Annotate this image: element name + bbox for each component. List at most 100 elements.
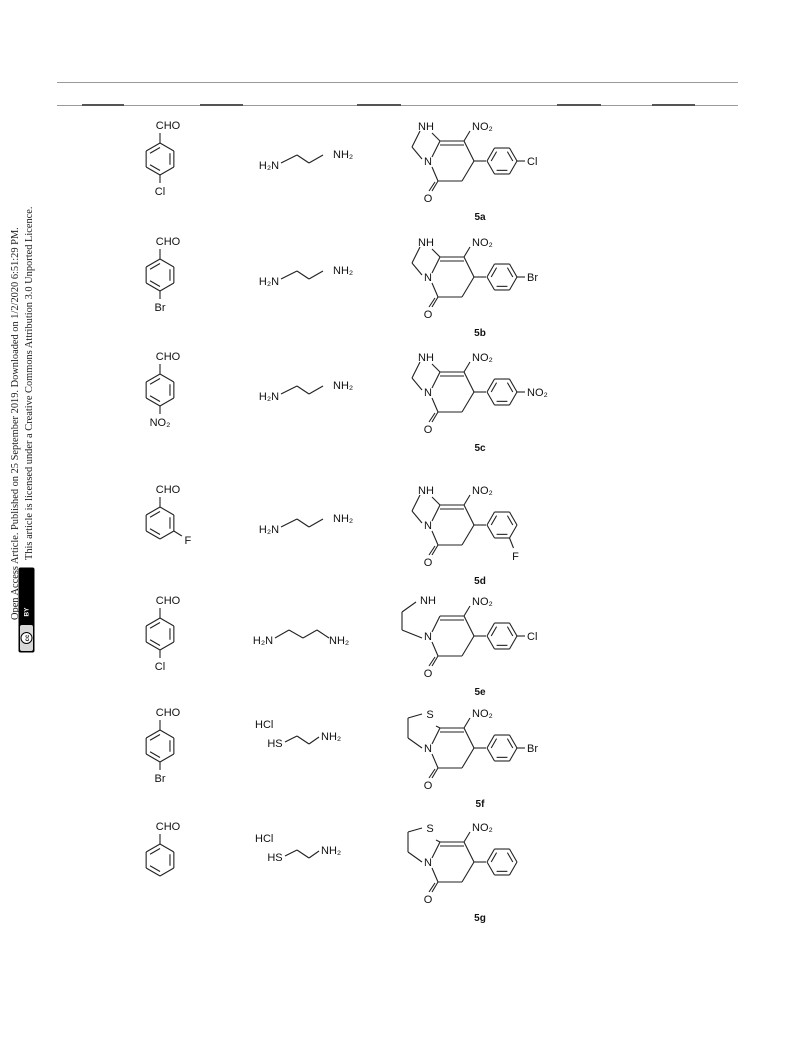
ring-sulfur: S [426, 709, 433, 721]
svg-text:BY: BY [24, 607, 31, 617]
hcl-label: HCl [255, 719, 273, 731]
atom-label: NH₂ [321, 845, 341, 857]
table-top-rule [57, 82, 738, 83]
atom-label: H₂N [253, 635, 273, 647]
substituent-label: Cl [527, 631, 537, 643]
table-row: CHO NO₂ H₂N NH₂ N O NO₂ NH NO₂ 5c [0, 348, 793, 460]
ring-nh: NH [418, 237, 434, 249]
column-tick [200, 104, 243, 106]
ring-nh: NH [418, 352, 434, 364]
compound-label: 5b [474, 328, 486, 339]
ring-nitrogen: N [424, 520, 432, 532]
compound-label: 5d [474, 576, 486, 587]
aldehyde-structure: CHO NO₂ [145, 351, 181, 429]
atom-label: H₂N [259, 160, 279, 172]
aldehyde-structure: CHO [145, 821, 181, 877]
compound-label: 5e [474, 687, 486, 698]
cho-label: CHO [156, 351, 181, 363]
cho-label: CHO [156, 120, 181, 132]
column-tick [557, 104, 601, 106]
carbonyl-oxygen: O [424, 193, 433, 205]
substituent-label: Br [527, 743, 538, 755]
substituent-label: Br [155, 302, 166, 314]
substituent-label: Br [155, 773, 166, 785]
atom-label: NH₂ [329, 635, 349, 647]
substituent-label: Br [527, 272, 538, 284]
aldehyde-structure: CHO Br [145, 707, 181, 785]
ring-nitrogen: N [424, 272, 432, 284]
cho-label: CHO [156, 236, 181, 248]
ring-nh: NH [418, 485, 434, 497]
atom-label: NH₂ [321, 731, 341, 743]
ring-nh: NH [420, 595, 436, 607]
nitro-label: NO₂ [472, 485, 493, 497]
carbonyl-oxygen: O [424, 668, 433, 680]
nitro-label: NO₂ [472, 352, 493, 364]
atom-label: H₂N [259, 391, 279, 403]
svg-text:cc: cc [25, 634, 31, 641]
substituent-label: F [184, 535, 191, 547]
table-row: CHO Br H₂N NH₂ N O NO₂ NH Br 5b [0, 233, 793, 345]
cho-label: CHO [156, 484, 181, 496]
license-sidebar: Open Access Article. Published on 25 Sep… [0, 0, 50, 1039]
hcl-label: HCl [255, 833, 273, 845]
product-structure: N O NO₂ NH Br [411, 237, 538, 321]
product-structure: N O NO₂ S Br [407, 708, 538, 792]
product-structure: N O NO₂ NH F [411, 485, 519, 569]
column-tick [82, 104, 124, 106]
table-row: CHO Cl H₂N NH₂ N O NO₂ NH Cl 5a [0, 117, 793, 229]
ring-sulfur: S [426, 823, 433, 835]
compound-label: 5a [474, 212, 486, 223]
substituent-label: NO₂ [150, 417, 171, 429]
atom-label: HS [267, 738, 282, 750]
cho-label: CHO [156, 595, 181, 607]
substituent-label: NO₂ [527, 387, 548, 399]
amine-structure: H₂N NH₂ [253, 629, 349, 647]
column-tick [357, 104, 401, 106]
aldehyde-structure: CHO Cl [145, 120, 181, 198]
substituent-label: Cl [155, 186, 165, 198]
carbonyl-oxygen: O [424, 557, 433, 569]
product-structure: N O NO₂ NH Cl [401, 595, 537, 680]
nitro-label: NO₂ [472, 121, 493, 133]
atom-label: NH₂ [333, 380, 353, 392]
ring-nitrogen: N [424, 857, 432, 869]
atom-label: NH₂ [333, 265, 353, 277]
compound-label: 5c [474, 443, 486, 454]
atom-label: NH₂ [333, 149, 353, 161]
aldehyde-structure: CHO Br [145, 236, 181, 314]
aldehyde-structure: CHO Cl [145, 595, 181, 673]
atom-label: H₂N [259, 524, 279, 536]
atom-label: HS [267, 852, 282, 864]
ring-nitrogen: N [424, 156, 432, 168]
aldehyde-structure: CHO F [145, 484, 191, 547]
carbonyl-oxygen: O [424, 780, 433, 792]
atom-label: H₂N [259, 276, 279, 288]
ring-nh: NH [418, 121, 434, 133]
amine-structure: H₂N NH₂ [259, 380, 353, 403]
substituent-label: F [512, 551, 519, 563]
ring-nitrogen: N [424, 743, 432, 755]
carbonyl-oxygen: O [424, 309, 433, 321]
ring-nitrogen: N [424, 387, 432, 399]
column-tick [652, 104, 695, 106]
ring-nitrogen: N [424, 631, 432, 643]
compound-label: 5f [475, 799, 485, 810]
amine-structure: H₂N NH₂ [259, 265, 353, 288]
nitro-label: NO₂ [472, 237, 493, 249]
substituent-label: Cl [155, 661, 165, 673]
cho-label: CHO [156, 707, 181, 719]
carbonyl-oxygen: O [424, 424, 433, 436]
compound-label: 5g [474, 913, 486, 924]
cc-by-badge[interactable]: cc BY [18, 567, 35, 653]
table-row: CHO Cl H₂N NH₂ N O NO₂ NH Cl 5e [0, 592, 793, 704]
nitro-label: NO₂ [472, 708, 493, 720]
product-structure: N O NO₂ NH NO₂ [411, 352, 548, 436]
nitro-label: NO₂ [472, 596, 493, 608]
